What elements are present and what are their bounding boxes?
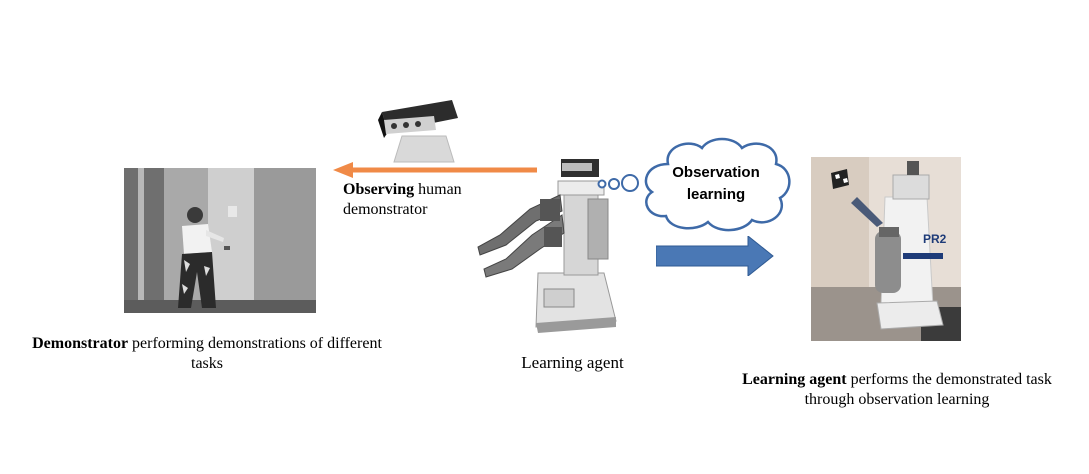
thought-line-2: learning [686,186,746,203]
result-arrow [655,234,774,278]
result-caption-bold: Learning agent [742,371,847,388]
observing-caption: Observing human demonstrator [343,180,513,220]
demonstrator-caption-line1: performing demonstrations of different [128,335,382,352]
pr2-task-photo: PR2 [811,157,961,341]
observing-arrow [333,161,539,179]
observing-caption-bold: Observing [343,181,415,198]
thought-line-1: Observation [672,164,760,181]
observing-caption-line2: demonstrator [343,201,428,218]
thought-bubble-text: Observation learning [638,162,794,206]
pr2-body-label: PR2 [923,232,947,246]
thought-dots [594,172,644,196]
result-caption-line2: through observation learning [804,391,990,408]
demonstrator-caption-line2: tasks [191,355,223,372]
robot-head-image [376,98,472,164]
demonstrator-caption: Demonstrator performing demonstrations o… [0,334,414,374]
result-caption-line1: performs the demonstrated task [846,371,1052,388]
result-caption: Learning agent performs the demonstrated… [705,370,1089,410]
learning-agent-robot [470,155,630,335]
thought-cloud: Observation learning [638,134,794,234]
observing-caption-line1: human [414,181,462,198]
learning-agent-label: Learning agent [521,353,624,372]
demonstrator-caption-bold: Demonstrator [32,335,129,352]
demonstrator-photo [124,168,316,313]
